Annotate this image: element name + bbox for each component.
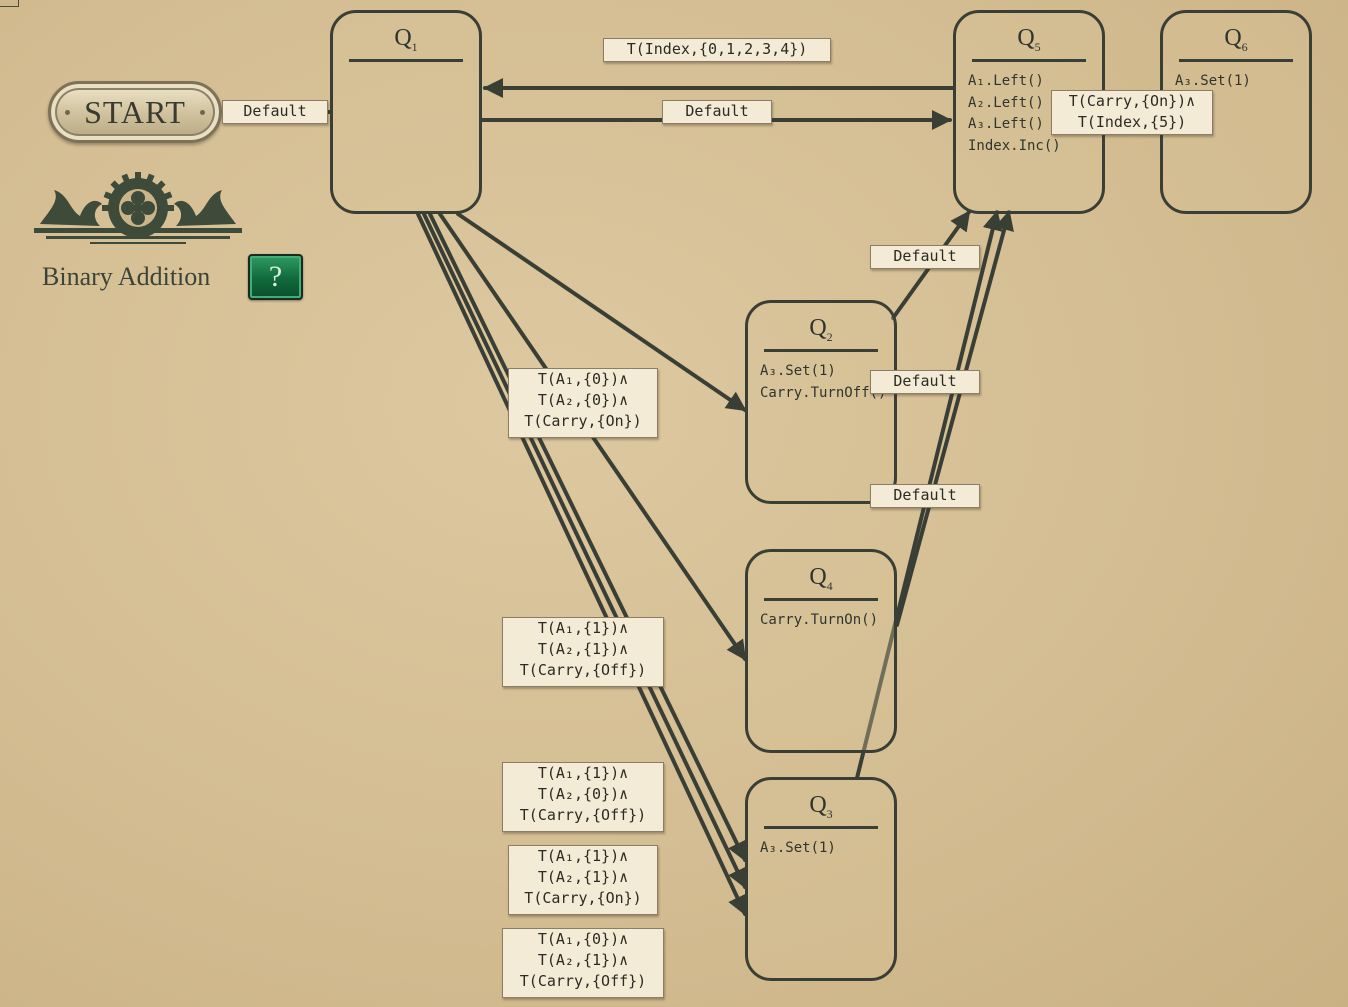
transition-label-q5-q1[interactable]: T(Index,{0,1,2,3,4}) <box>603 38 831 62</box>
start-rivet-left <box>65 110 70 115</box>
transition-label-q1-q5[interactable]: Default <box>662 100 772 124</box>
state-q6-divider <box>1179 59 1293 62</box>
transition-label-q5-q6[interactable]: T(Carry,{On})∧ T(Index,{5}) <box>1051 90 1213 135</box>
state-q2-actions: A₃.Set(1) Carry.TurnOff() <box>760 361 886 404</box>
transition-label-start-q1[interactable]: Default <box>222 100 328 124</box>
state-q6-actions: A₃.Set(1) <box>1175 71 1251 93</box>
state-q4-actions: Carry.TurnOn() <box>760 610 878 632</box>
action-item: Carry.TurnOff() <box>760 384 887 401</box>
corner-marker <box>0 0 19 7</box>
state-q4[interactable]: Q4 Carry.TurnOn() <box>745 549 897 753</box>
transition-label-q3-q5[interactable]: Default <box>870 484 980 508</box>
state-q5-actions: A₁.Left() A₂.Left() A₃.Left() Index.Inc(… <box>968 71 1061 157</box>
start-rivet-right <box>200 110 205 115</box>
wire-q1-q3-c <box>416 212 747 916</box>
action-item: A₁.Left() <box>968 73 1044 89</box>
state-q3[interactable]: Q3 A₃.Set(1) <box>745 777 897 981</box>
state-q2[interactable]: Q2 A₃.Set(1) Carry.TurnOff() <box>745 300 897 504</box>
wire-q4-q5 <box>895 210 1014 627</box>
wire-q1-q3-b <box>422 212 747 889</box>
state-q1-title: Q1 <box>394 25 418 54</box>
state-q5-title: Q5 <box>1017 25 1041 54</box>
action-item: A₂.Left() <box>968 94 1044 111</box>
state-q5-divider <box>972 59 1086 62</box>
state-q1-divider <box>349 59 463 62</box>
state-q2-divider <box>764 349 878 352</box>
help-button[interactable]: ? <box>248 254 303 300</box>
action-item: Carry.TurnOn() <box>760 612 879 628</box>
action-item: A₃.Left() <box>968 116 1044 132</box>
transition-label-q4-q5[interactable]: Default <box>870 370 980 394</box>
puzzle-title: Binary Addition <box>42 262 211 291</box>
transition-label-q1-q3-c[interactable]: T(A₁,{0})∧ T(A₂,{1})∧ T(Carry,{Off}) <box>502 928 664 998</box>
start-label: START <box>84 94 186 130</box>
state-q1[interactable]: Q1 <box>330 10 482 214</box>
transition-label-q2-q5[interactable]: Default <box>870 245 980 269</box>
transition-label-q1-q2[interactable]: T(A₁,{0})∧ T(A₂,{0})∧ T(Carry,{On}) <box>508 368 658 438</box>
transition-label-q1-q3-a[interactable]: T(A₁,{1})∧ T(A₂,{0})∧ T(Carry,{Off}) <box>502 762 664 832</box>
wire-q1-q2 <box>456 212 747 412</box>
state-q4-divider <box>764 598 878 601</box>
state-q3-title: Q3 <box>809 792 833 821</box>
action-item: A₃.Set(1) <box>1175 73 1251 89</box>
state-q2-title: Q2 <box>809 315 833 344</box>
ornament-logo <box>34 172 242 244</box>
transition-label-q1-q4[interactable]: T(A₁,{1})∧ T(A₂,{1})∧ T(Carry,{Off}) <box>502 617 664 687</box>
transition-label-q1-q3-b[interactable]: T(A₁,{1})∧ T(A₂,{1})∧ T(Carry,{On}) <box>508 845 658 915</box>
state-q3-divider <box>764 826 878 829</box>
action-item: A₃.Set(1) <box>760 363 836 379</box>
start-button[interactable]: START <box>48 81 222 143</box>
action-item: A₃.Set(1) <box>760 840 836 856</box>
state-q3-actions: A₃.Set(1) <box>760 838 836 860</box>
action-item: Index.Inc() <box>968 137 1061 154</box>
wire-q1-q3-a <box>428 212 747 862</box>
state-q4-title: Q4 <box>809 564 833 593</box>
state-q6-title: Q6 <box>1224 25 1248 54</box>
